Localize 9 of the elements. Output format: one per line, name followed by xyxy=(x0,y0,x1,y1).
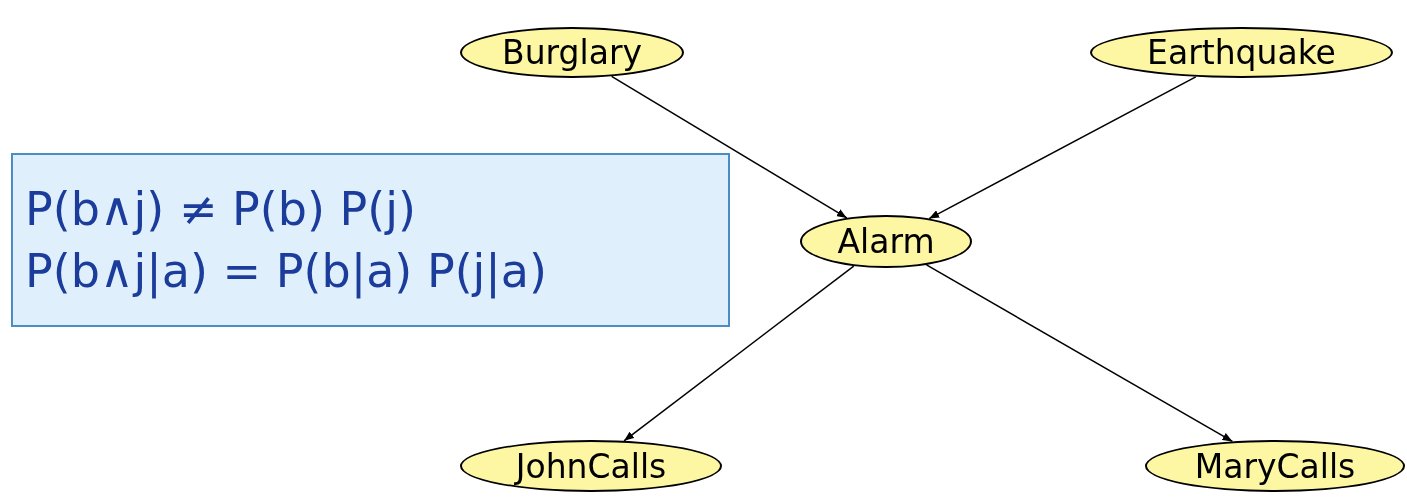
node-label: Burglary xyxy=(502,36,642,69)
formula-box xyxy=(11,153,730,327)
formula: P(b∧j) ≠ P(b) P(j) xyxy=(25,180,417,238)
formula: P(b∧j|a) = P(b|a) P(j|a) xyxy=(25,243,548,301)
node-label: MaryCalls xyxy=(1194,449,1356,483)
node-label: JohnCalls xyxy=(515,449,667,483)
node-label: Alarm xyxy=(837,225,935,258)
node-label: Earthquake xyxy=(1147,36,1336,69)
arrow xyxy=(623,265,855,442)
